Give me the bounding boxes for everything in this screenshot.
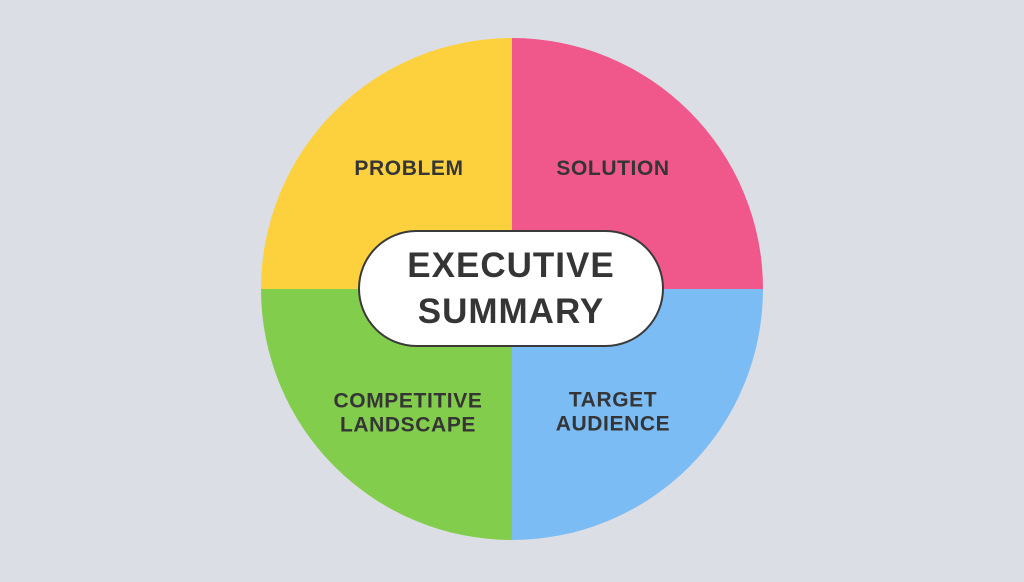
center-title-pill: EXECUTIVE SUMMARY xyxy=(358,230,664,347)
quadrant-label-competitive-landscape: COMPETITIVE LANDSCAPE xyxy=(333,389,483,436)
quadrant-label-problem: PROBLEM xyxy=(354,157,464,181)
pill-title-line1: EXECUTIVE xyxy=(407,246,615,285)
quadrant-label-solution: SOLUTION xyxy=(556,157,670,181)
pill-title-line2: SUMMARY xyxy=(417,291,605,331)
quadrant-label-target-audience: TARGET AUDIENCE xyxy=(555,388,671,435)
